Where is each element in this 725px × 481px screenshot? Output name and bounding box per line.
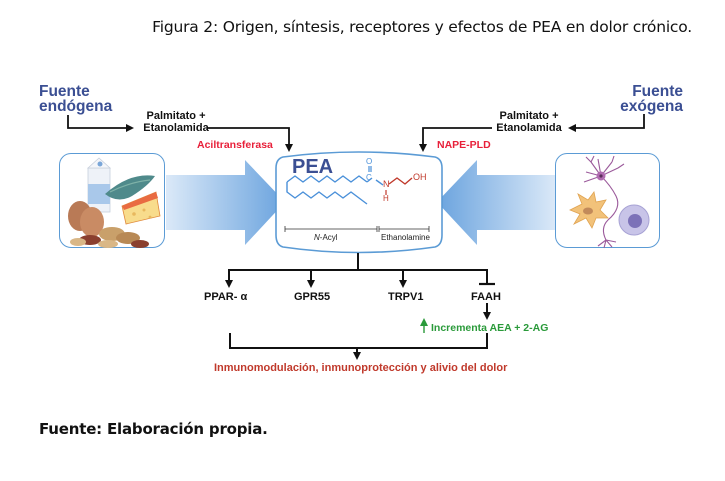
substrate-line2: Etanolamida	[496, 122, 562, 134]
atom-hydrogen: H	[383, 194, 389, 203]
increase-aea-2ag-label: Incrementa AEA + 2-AG	[431, 322, 549, 334]
acyl-chain-upper	[286, 175, 368, 183]
segment-n-acyl-rest: -Acyl	[319, 233, 338, 242]
target-gpr55: GPR55	[294, 291, 331, 303]
target-ppar-alpha: PPAR- α	[204, 291, 248, 303]
right-substrate-label: Palmitato + Etanolamida	[493, 110, 565, 134]
outcome-label: Inmunomodulación, inmunoprotección y ali…	[214, 362, 508, 374]
pea-molecule-structure	[284, 166, 430, 232]
enzyme-nape-pld: NAPE-PLD	[437, 139, 491, 151]
segment-n-acyl: N-Acyl	[314, 233, 338, 242]
left-influx-arrow	[166, 160, 285, 245]
atom-oxygen: O	[366, 157, 373, 166]
pea-label: PEA	[292, 156, 334, 178]
source-note: Fuente: Elaboración propia.	[39, 420, 268, 438]
left-substrate-label: Palmitato + Etanolamida	[140, 110, 212, 134]
target-faah: FAAH	[471, 291, 501, 303]
pea-container	[275, 151, 443, 254]
enzyme-aciltransferasa: Aciltransferasa	[197, 139, 273, 151]
source-label-line2: exógena	[620, 98, 683, 115]
target-trpv1: TRPV1	[388, 291, 424, 303]
left-substrate-line	[208, 127, 293, 152]
figure-title: Figura 2: Origen, síntesis, receptores y…	[152, 18, 692, 36]
segment-ethanolamine: Ethanolamine	[381, 233, 430, 242]
right-source-line	[568, 114, 645, 132]
atom-carbon: C	[366, 173, 372, 182]
substrate-line1: Palmitato +	[499, 110, 559, 122]
endogenous-source-label: Fuente endógena	[39, 83, 113, 115]
food-illustration	[68, 157, 161, 248]
substrate-line1: Palmitato +	[146, 110, 206, 122]
right-influx-arrow	[437, 160, 556, 245]
source-label-line1: Fuente	[632, 83, 683, 100]
substrate-line2: Etanolamida	[143, 122, 209, 134]
exogenous-source-label: Fuente exógena	[619, 83, 683, 115]
neural-cells-illustration-panel	[555, 153, 660, 249]
food-illustration-panel	[59, 153, 165, 248]
neural-cells-illustration	[569, 155, 650, 249]
atom-hydroxyl: OH	[413, 172, 427, 182]
source-label-line2: endógena	[39, 98, 113, 115]
segment-n-acyl-italic: N	[314, 233, 320, 242]
source-label-line1: Fuente	[39, 83, 90, 100]
acyl-chain-lower	[286, 182, 368, 205]
right-substrate-line	[419, 127, 492, 152]
left-source-line	[67, 115, 134, 132]
atom-nitrogen: N	[383, 179, 390, 189]
